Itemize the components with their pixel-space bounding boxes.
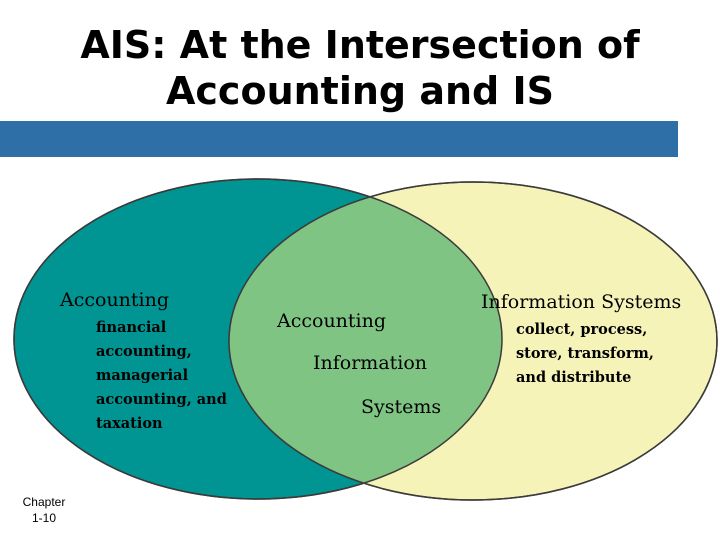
- accounting-description-line: financial: [96, 319, 167, 336]
- information-systems-description-line: and distribute: [516, 369, 632, 386]
- accounting-description-line: taxation: [96, 415, 163, 432]
- title-band: [0, 121, 678, 157]
- accounting-label: Accounting: [60, 289, 170, 311]
- information-systems-label: Information Systems: [481, 291, 682, 313]
- information-systems-description-line: collect, process,: [516, 321, 648, 338]
- information-systems-circle-outline: [228, 181, 718, 501]
- slide-title: AIS: At the Intersection of Accounting a…: [0, 22, 720, 114]
- intersection-label-line-2: Information: [313, 352, 428, 374]
- intersection-region: [229, 182, 502, 499]
- information-systems-description: collect, process, store, transform, and …: [516, 318, 654, 390]
- intersection-label-line-3: Systems: [361, 396, 442, 418]
- chapter-label: Chapter: [22, 495, 66, 509]
- accounting-circle-outline: [13, 178, 503, 500]
- slide-title-line-2: Accounting and IS: [166, 69, 554, 113]
- accounting-description-line: managerial: [96, 367, 189, 384]
- intersection-label-line-1: Accounting: [277, 310, 387, 332]
- chapter-number: 1-10: [31, 511, 57, 525]
- slide-title-line-1: AIS: At the Intersection of: [80, 23, 640, 67]
- information-systems-description-line: store, transform,: [516, 345, 654, 362]
- chapter-footer: Chapter 1-10: [14, 494, 74, 526]
- accounting-description: financial accounting, managerial account…: [96, 316, 227, 436]
- accounting-description-line: accounting,: [96, 343, 192, 360]
- accounting-description-line: accounting, and: [96, 391, 227, 408]
